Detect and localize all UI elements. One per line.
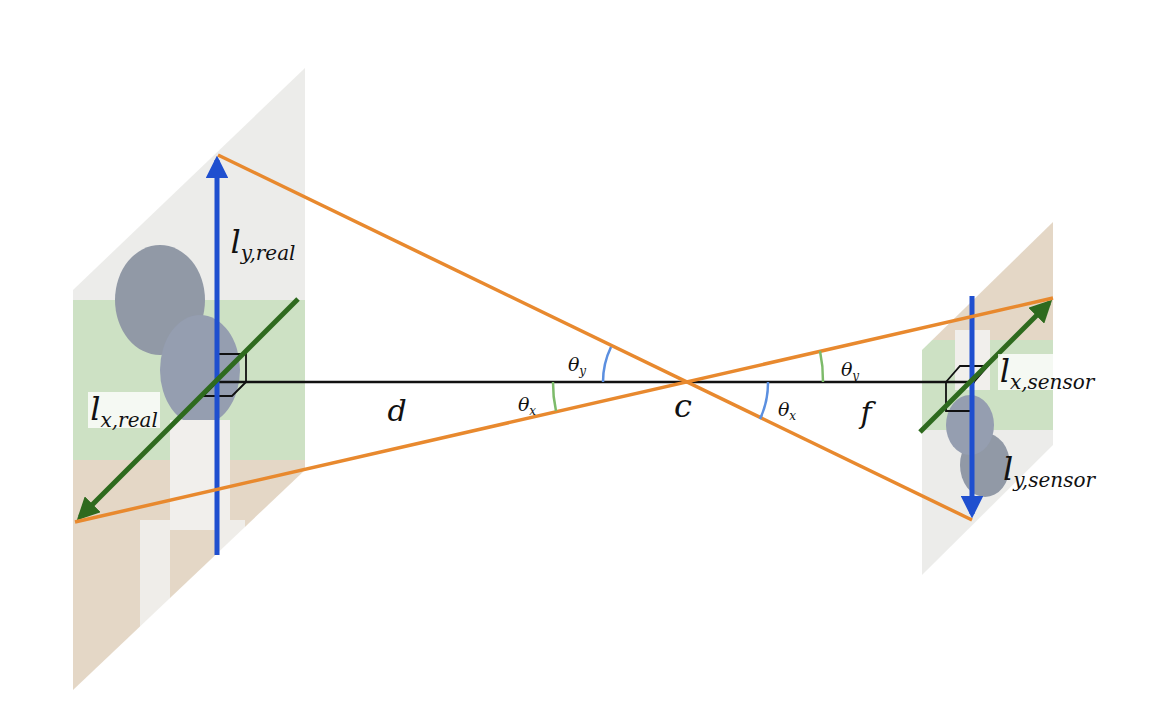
subscript: x [789,409,796,423]
symbol: θ [518,393,529,415]
math-label: θy [566,354,588,375]
subscript: x,real [100,408,157,432]
subscript: x [529,404,536,418]
height-arrow [215,160,220,555]
math-label: lx,real [88,392,160,427]
math-label: θx [516,394,538,415]
symbol: f [860,395,871,430]
real-image-plane [60,60,320,700]
symbol: c [674,387,692,425]
math-label: θy [839,359,861,380]
light-ray [75,298,1053,522]
subscript: y,real [241,241,296,265]
math-label: ly,real [229,225,298,260]
light-ray [218,155,972,520]
height-arrow [970,296,975,514]
symbol: θ [841,358,852,380]
angle-arc [603,347,611,382]
angle-arc [760,382,768,419]
angle-arc [820,351,823,382]
math-label: f [858,396,873,429]
subscript: x,sensor [1010,370,1094,394]
math-label: c [672,389,694,424]
subscript: y,sensor [1013,468,1095,492]
width-arrow [80,299,298,517]
math-label: θx [776,399,798,420]
optical-axis [217,381,975,384]
angle-arc [553,382,556,411]
symbol: l [90,390,100,428]
sensor-image-plane [915,215,1060,585]
symbol: d [387,393,406,428]
subscript: y [579,364,586,378]
symbol: l [1000,352,1010,390]
subscript: y [852,369,859,383]
symbol: l [231,223,241,261]
math-label: lx,sensor [998,354,1097,389]
math-label: ly,sensor [1001,452,1097,487]
math-label: d [385,394,408,427]
symbol: θ [568,353,579,375]
symbol: θ [778,398,789,420]
symbol: l [1003,450,1013,488]
